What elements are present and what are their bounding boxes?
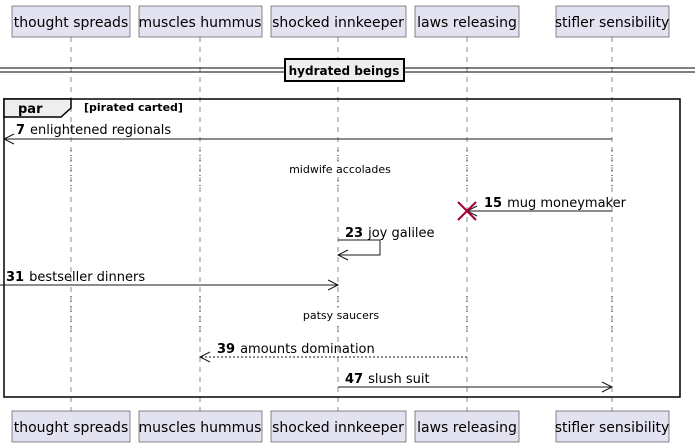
participant-head-thought-spreads[interactable]: thought spreads xyxy=(11,5,131,38)
participant-head-muscles-hummus[interactable]: muscles hummus xyxy=(139,5,263,38)
message-label: 39 amounts domination xyxy=(217,342,375,357)
participant-foot-muscles-hummus[interactable]: muscles hummus xyxy=(139,410,263,443)
message-number: 7 xyxy=(16,123,25,138)
message-label: 47 slush suit xyxy=(345,372,430,387)
message-number: 15 xyxy=(484,196,502,211)
participant-head-stifler-sensibility[interactable]: stifler sensibility xyxy=(555,5,670,38)
message-label: 7 enlightened regionals xyxy=(16,123,171,138)
message-text: amounts domination xyxy=(240,342,375,357)
delay-label: midwife accolades xyxy=(289,163,391,176)
participant-label: laws releasing xyxy=(417,15,517,31)
fragment-guard: [pirated carted] xyxy=(84,101,183,114)
message-47[interactable]: 47 slush suit xyxy=(338,372,614,393)
participant-label: muscles hummus xyxy=(139,15,262,31)
participant-label: stifler sensibility xyxy=(555,15,670,31)
message-text: slush suit xyxy=(368,372,430,387)
delay-2: patsy saucers xyxy=(70,296,613,336)
participant-label: thought spreads xyxy=(14,15,129,31)
participant-head-laws-releasing[interactable]: laws releasing xyxy=(414,5,520,38)
divider: hydrated beings xyxy=(0,58,695,82)
participant-foot-laws-releasing[interactable]: laws releasing xyxy=(414,410,520,443)
message-text: enlightened regionals xyxy=(30,123,171,138)
participant-label: shocked innkeeper xyxy=(272,420,404,436)
par-fragment: par [pirated carted] xyxy=(3,98,681,398)
message-number: 31 xyxy=(6,270,24,285)
delay-label: patsy saucers xyxy=(303,309,380,322)
message-number: 23 xyxy=(345,226,363,241)
destroy-icon xyxy=(457,201,477,221)
message-15[interactable]: 15 mug moneymaker xyxy=(465,196,627,217)
participant-head-shocked-innkeeper[interactable]: shocked innkeeper xyxy=(270,5,407,38)
message-number: 39 xyxy=(217,342,235,357)
message-label: 31 bestseller dinners xyxy=(6,270,145,285)
participant-label: stifler sensibility xyxy=(555,420,670,436)
message-7[interactable]: 7 enlightened regionals xyxy=(2,123,612,145)
participant-label: shocked innkeeper xyxy=(272,15,404,31)
participant-foot-shocked-innkeeper[interactable]: shocked innkeeper xyxy=(270,410,407,443)
message-text: mug moneymaker xyxy=(507,196,627,211)
delay-1: midwife accolades xyxy=(70,150,613,190)
message-31[interactable]: 31 bestseller dinners xyxy=(0,270,340,291)
participant-foot-stifler-sensibility[interactable]: stifler sensibility xyxy=(555,410,670,443)
participant-label: thought spreads xyxy=(14,420,129,436)
participant-label: laws releasing xyxy=(417,420,517,436)
message-text: bestseller dinners xyxy=(29,270,145,285)
message-number: 47 xyxy=(345,372,363,387)
message-label: 23 joy galilee xyxy=(345,226,435,241)
message-label: 15 mug moneymaker xyxy=(484,196,627,211)
divider-label: hydrated beings xyxy=(289,64,400,78)
message-39[interactable]: 39 amounts domination xyxy=(198,342,467,363)
message-text: joy galilee xyxy=(367,226,434,241)
participant-label: muscles hummus xyxy=(139,420,262,436)
fragment-operator: par xyxy=(18,102,43,117)
participant-foot-thought-spreads[interactable]: thought spreads xyxy=(11,410,131,443)
message-23[interactable]: 23 joy galilee xyxy=(336,226,435,261)
